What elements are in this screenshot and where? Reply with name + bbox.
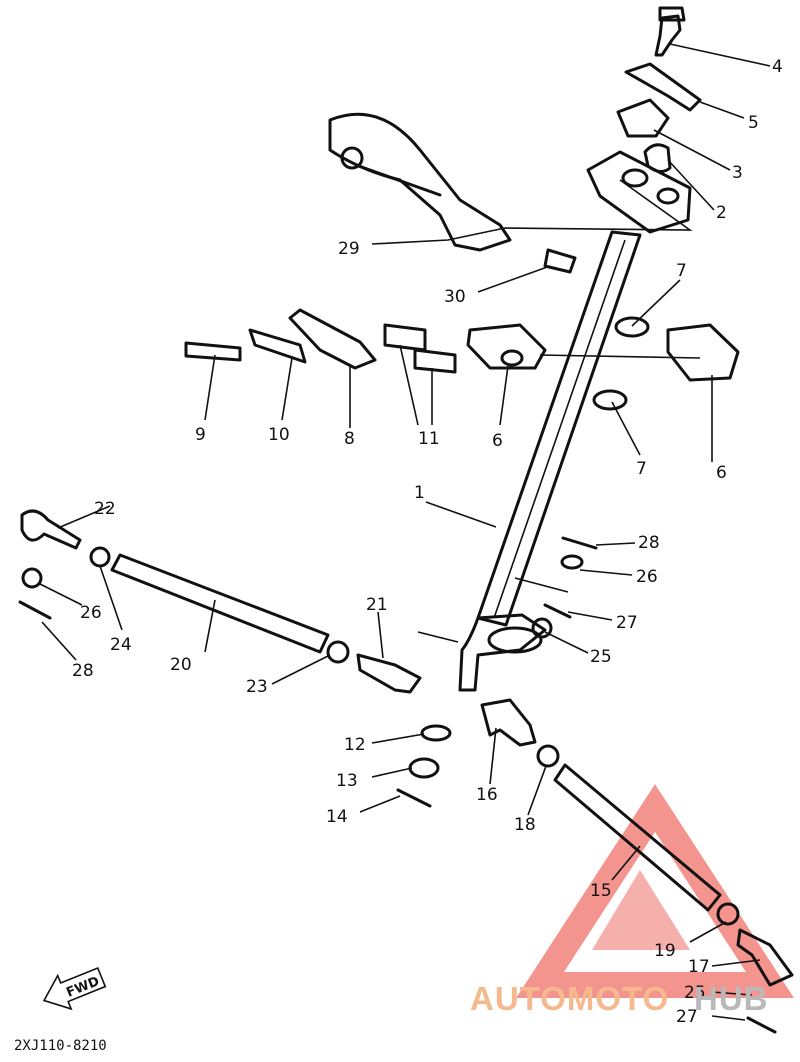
- label-part-28-right: 28: [638, 533, 660, 553]
- label-part-13: 13: [336, 771, 358, 791]
- label-part-19: 19: [654, 941, 676, 961]
- label-part-9: 9: [195, 425, 206, 445]
- label-part-30: 30: [444, 287, 466, 307]
- label-part-26-right: 26: [636, 567, 658, 587]
- leader-lines: [39, 43, 771, 1021]
- label-part-14: 14: [326, 807, 348, 827]
- label-part-23: 23: [246, 677, 268, 697]
- label-part-4: 4: [772, 57, 783, 77]
- label-part-15: 15: [590, 881, 612, 901]
- label-part-6-left: 6: [492, 431, 503, 451]
- watermark-logo: [516, 784, 794, 998]
- label-part-6-right: 6: [716, 463, 727, 483]
- label-part-26-left: 26: [80, 603, 102, 623]
- label-part-2: 2: [716, 203, 727, 223]
- label-part-22: 22: [94, 499, 116, 519]
- label-part-12: 12: [344, 735, 366, 755]
- label-part-18: 18: [514, 815, 536, 835]
- left-tie-rod-assembly: [18, 509, 422, 694]
- label-part-8: 8: [344, 429, 355, 449]
- forward-direction-arrow: FWD: [42, 966, 107, 1011]
- label-part-11: 11: [418, 429, 440, 449]
- label-part-25-lower: 25: [684, 983, 706, 1003]
- label-part-10: 10: [268, 425, 290, 445]
- label-part-17: 17: [688, 957, 710, 977]
- label-part-5: 5: [748, 113, 759, 133]
- label-part-28-left: 28: [72, 661, 94, 681]
- handlebar-guard-part: [328, 112, 577, 274]
- label-part-20: 20: [170, 655, 192, 675]
- label-part-7-bottom: 7: [636, 459, 647, 479]
- label-part-16: 16: [476, 785, 498, 805]
- label-part-25-upper: 25: [590, 647, 612, 667]
- label-part-3: 3: [732, 163, 743, 183]
- right-tie-rod-assembly: [480, 603, 794, 1034]
- watermark-text-left: AUTOMOTO: [470, 980, 669, 1017]
- label-part-21: 21: [366, 595, 388, 615]
- label-part-24: 24: [110, 635, 132, 655]
- fwd-label: FWD: [64, 974, 101, 1001]
- part-labels: 4 5 3 2 29 30 7 9 10 8 11 6 7 6 1 22 28 …: [72, 57, 783, 1027]
- label-part-29: 29: [338, 239, 360, 259]
- label-part-7-top: 7: [676, 261, 687, 281]
- drawing-code: 2XJ110-8210: [14, 1038, 107, 1054]
- label-part-1: 1: [414, 483, 425, 503]
- label-part-27-upper: 27: [616, 613, 638, 633]
- watermark-text-right: HUB: [694, 980, 769, 1017]
- upper-bracket-assembly: [586, 6, 702, 234]
- label-part-27-lower: 27: [676, 1007, 698, 1027]
- middle-parts: [184, 308, 740, 411]
- steering-column-part: [458, 230, 642, 692]
